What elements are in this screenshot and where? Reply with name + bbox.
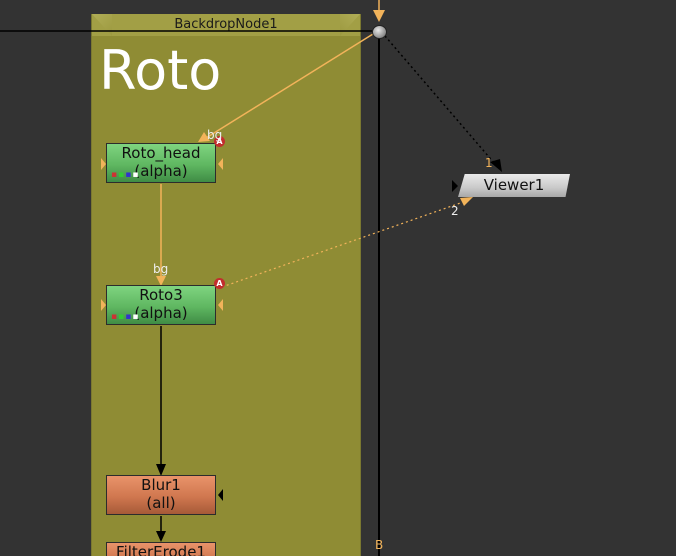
roto-head-badge: A [214, 136, 225, 147]
arrow-roto3-left [101, 299, 106, 311]
node-filtererode1-name: FilterErode1 [116, 543, 206, 556]
node-blur1-name: Blur1 [141, 476, 181, 494]
viewer-input1-label: 1 [485, 156, 493, 170]
channel-indicators: ▪▪▪▪ [111, 170, 140, 180]
arrow-roto3-input [156, 276, 166, 286]
arrow-roto3-right [218, 299, 223, 311]
node-filtererode1[interactable]: FilterErode1 [106, 542, 216, 556]
pipe-b-label: B [375, 538, 384, 552]
wire-roto3-to-viewer [221, 200, 467, 288]
node-roto-head-channels: (alpha) [134, 162, 188, 180]
roto3-input-label: bg [153, 262, 169, 276]
arrow-blur1-mask [218, 489, 223, 501]
node-roto3-channels: (alpha) [134, 304, 188, 322]
roto-head-input-label: bg [207, 128, 223, 142]
arrow-roto-head-input [198, 132, 210, 142]
roto3-badge: A [214, 278, 225, 289]
arrow-top-input [373, 10, 385, 22]
arrow-viewer-input2 [460, 197, 473, 206]
node-roto-head-name: Roto_head [121, 144, 201, 162]
node-roto3[interactable]: Roto3 (alpha) ▪▪▪▪ [106, 285, 216, 325]
wire-dot-to-viewer [384, 35, 496, 165]
node-viewer1[interactable]: Viewer1 [458, 174, 570, 197]
arrow-blur1-input [156, 464, 166, 476]
channel-indicators: ▪▪▪▪ [111, 312, 140, 322]
node-roto3-name: Roto3 [139, 286, 183, 304]
arrow-viewer-left [452, 180, 458, 192]
backdrop-title: BackdropNode1 [174, 17, 278, 32]
arrow-viewer-input1 [490, 159, 502, 172]
pipe-junction-dot[interactable] [372, 25, 387, 39]
backdrop-label: Roto [99, 39, 222, 102]
wire-dot-to-roto-head [205, 33, 374, 139]
node-blur1[interactable]: Blur1 (all) [106, 475, 216, 515]
arrow-roto-head-left [101, 158, 106, 170]
arrow-roto-head-right [218, 158, 223, 170]
viewer-input2-label: 2 [451, 204, 459, 218]
node-blur1-channels: (all) [146, 494, 176, 512]
arrow-filtererode1-input [156, 531, 166, 542]
node-roto-head[interactable]: Roto_head (alpha) ▪▪▪▪ [106, 143, 216, 183]
